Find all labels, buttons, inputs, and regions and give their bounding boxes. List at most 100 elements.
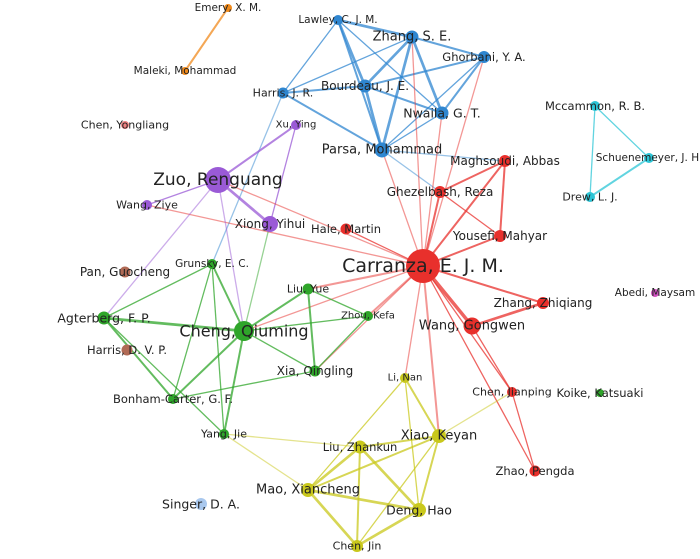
node-label-bourdeau[interactable]: Bourdeau, J. E. <box>321 79 409 93</box>
node-abedi[interactable] <box>651 289 659 297</box>
edge-zuo-carranza <box>217 179 424 267</box>
edge-zhangse-harrisjr <box>282 36 413 94</box>
node-pan[interactable] <box>119 266 131 278</box>
node-hale[interactable] <box>340 223 352 235</box>
node-harrisjr[interactable] <box>277 87 289 99</box>
edge-mao-deng <box>307 488 420 512</box>
node-ghezelbash[interactable] <box>434 186 446 198</box>
node-label-wangziye[interactable]: Wang, Ziye <box>116 199 178 212</box>
edge-liuzk-mao <box>307 445 361 492</box>
node-lawley[interactable] <box>333 15 343 25</box>
node-wanggw[interactable] <box>463 317 481 335</box>
node-label-linan[interactable]: Li, Nan <box>388 373 423 384</box>
node-label-chenjp[interactable]: Chen, Jianping <box>472 386 551 399</box>
node-label-harrisjr[interactable]: Harris, J. R. <box>253 87 314 100</box>
node-zhangzq[interactable] <box>537 297 549 309</box>
node-deng[interactable] <box>412 503 426 517</box>
node-label-yangjie[interactable]: Yang, Jie <box>200 428 247 441</box>
node-label-xuying[interactable]: Xu, Ying <box>276 120 317 131</box>
node-maleki[interactable] <box>181 67 189 75</box>
node-chenjin[interactable] <box>351 540 363 552</box>
node-zuo[interactable] <box>205 167 231 193</box>
node-label-xiao[interactable]: Xiao, Keyan <box>401 429 477 444</box>
node-singer[interactable] <box>195 498 207 510</box>
node-label-harrisdvp[interactable]: Harris, D. V. P. <box>87 343 167 357</box>
node-label-deng[interactable]: Deng, Hao <box>386 503 452 518</box>
node-bourdeau[interactable] <box>358 79 372 93</box>
node-label-koike[interactable]: Koike, Katsuaki <box>557 386 644 400</box>
node-ghorbani[interactable] <box>478 51 490 63</box>
edge-linan-mao <box>307 377 406 491</box>
node-xia[interactable] <box>309 365 321 377</box>
edge-carranza-maghsoudi <box>422 160 506 267</box>
node-linan[interactable] <box>400 373 410 383</box>
node-carranza[interactable] <box>406 249 440 283</box>
node-label-liuyue[interactable]: Liu, Yue <box>287 283 330 296</box>
node-label-wanggw[interactable]: Wang, Gongwen <box>419 319 525 334</box>
node-harrisdvp[interactable] <box>121 344 133 356</box>
node-label-zhoukefa[interactable]: Zhou, Kefa <box>341 311 395 322</box>
node-xiong[interactable] <box>262 216 278 232</box>
node-label-parsa[interactable]: Parsa, Mohammad <box>322 143 443 158</box>
node-label-chenjin[interactable]: Chen, Jin <box>333 540 382 553</box>
node-label-chenyl[interactable]: Chen, Yongliang <box>81 119 169 132</box>
node-label-zuo[interactable]: Zuo, Renguang <box>153 170 282 190</box>
node-label-zhao[interactable]: Zhao, Pengda <box>495 464 574 478</box>
node-label-maleki[interactable]: Maleki, Mohammad <box>134 65 237 77</box>
node-label-schuen[interactable]: Schuenemeyer, J. H. <box>596 152 700 164</box>
node-label-emery[interactable]: Emery, X. M. <box>195 2 262 14</box>
node-emery[interactable] <box>224 4 232 12</box>
node-label-singer[interactable]: Singer, D. A. <box>162 497 240 512</box>
node-label-ghorbani[interactable]: Ghorbani, Y. A. <box>442 50 525 64</box>
node-wangziye[interactable] <box>142 200 152 210</box>
node-label-lawley[interactable]: Lawley, C. J. M. <box>298 14 377 26</box>
node-liuzk[interactable] <box>353 440 367 454</box>
node-zhangse[interactable] <box>405 30 419 44</box>
node-mccammon[interactable] <box>590 101 600 111</box>
node-label-zhangse[interactable]: Zhang, S. E. <box>373 30 452 45</box>
node-yangjie[interactable] <box>219 429 229 439</box>
node-label-zhangzq[interactable]: Zhang, Zhiqiang <box>494 296 593 310</box>
edge-ghorbani-nwaila <box>441 56 485 114</box>
node-label-xiong[interactable]: Xiong, Yihui <box>235 217 306 231</box>
node-chenjp[interactable] <box>507 387 517 397</box>
node-label-nwaila[interactable]: Nwaila, G. T. <box>403 106 481 121</box>
node-zhoukefa[interactable] <box>363 311 373 321</box>
node-label-bonham[interactable]: Bonham-Carter, G. F. <box>113 392 233 406</box>
node-label-xia[interactable]: Xia, Qingling <box>277 364 353 378</box>
node-liuyue[interactable] <box>302 283 314 295</box>
edge-cheng-zhoukefa <box>243 315 369 332</box>
node-cheng[interactable] <box>234 321 254 341</box>
node-label-pan[interactable]: Pan, Guocheng <box>80 265 170 279</box>
node-zhao[interactable] <box>529 465 541 477</box>
node-yousefi[interactable] <box>494 230 506 242</box>
edge-agterberg-grunsky <box>103 263 213 319</box>
node-label-agterberg[interactable]: Agterberg, F. P. <box>57 311 150 326</box>
node-nwaila[interactable] <box>435 106 449 120</box>
node-label-hale[interactable]: Hale, Martin <box>311 222 381 236</box>
node-agterberg[interactable] <box>97 311 111 325</box>
node-parsa[interactable] <box>374 142 390 158</box>
node-label-carranza[interactable]: Carranza, E. J. M. <box>342 255 504 277</box>
node-grunsky[interactable] <box>207 259 217 269</box>
node-chenyl[interactable] <box>121 121 129 129</box>
node-label-cheng[interactable]: Cheng, Qiuming <box>179 322 308 341</box>
node-maghsoudi[interactable] <box>499 155 511 167</box>
node-koike[interactable] <box>596 389 604 397</box>
node-label-maghsoudi[interactable]: Maghsoudi, Abbas <box>450 154 560 168</box>
node-label-liuzk[interactable]: Liu, Zhankun <box>323 440 398 454</box>
node-mao[interactable] <box>301 483 315 497</box>
node-label-mao[interactable]: Mao, Xiancheng <box>256 483 360 498</box>
node-xiao[interactable] <box>432 429 446 443</box>
node-label-ghezelbash[interactable]: Ghezelbash, Reza <box>387 185 494 199</box>
node-label-mccammon[interactable]: Mccammon, R. B. <box>545 99 645 113</box>
node-label-drew[interactable]: Drew, L. J. <box>562 191 617 204</box>
edge-mccammon-schuen <box>594 105 650 159</box>
node-bonham[interactable] <box>168 394 178 404</box>
node-label-yousefi[interactable]: Yousefi, Mahyar <box>452 229 547 243</box>
node-drew[interactable] <box>585 192 595 202</box>
node-label-grunsky[interactable]: Grunsky, E. C. <box>175 258 249 270</box>
node-schuen[interactable] <box>644 153 654 163</box>
node-label-abedi[interactable]: Abedi, Maysam <box>615 287 695 299</box>
node-xuying[interactable] <box>291 120 301 130</box>
